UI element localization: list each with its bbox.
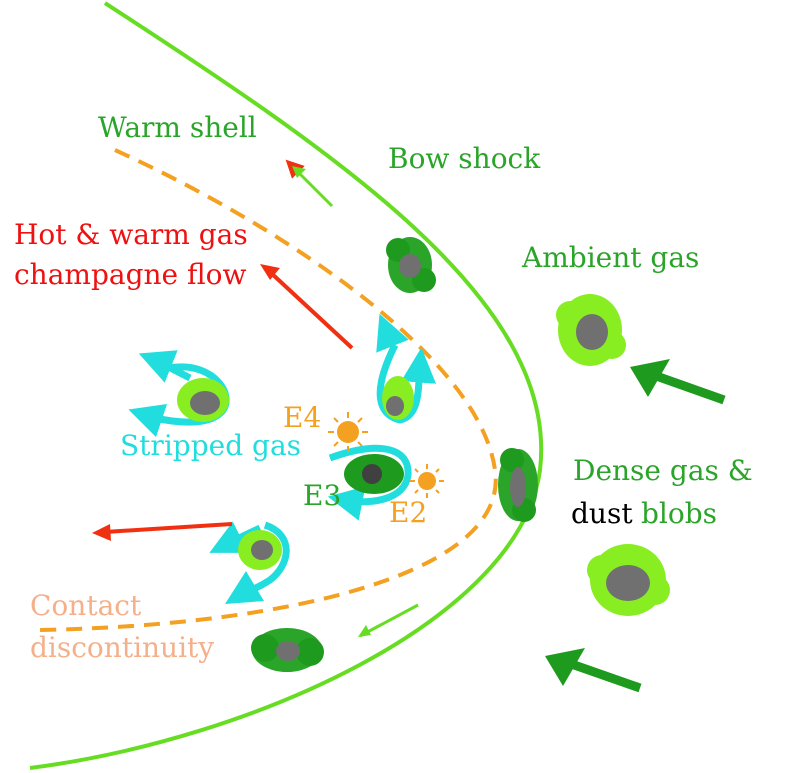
dense-gas-label-line1: Dense gas & [573, 454, 753, 487]
bow-shock-curve [29, 1, 544, 770]
blob-ambient-top [556, 294, 626, 366]
sun-icon [410, 464, 444, 498]
contact-label-line1: Contact [30, 589, 142, 622]
e2-label: E2 [389, 496, 427, 529]
blob-dark-top [386, 237, 436, 293]
dust-word: dust [571, 497, 633, 530]
stripped-blob-e3 [327, 444, 412, 521]
e3-label: E3 [303, 479, 341, 512]
champagne-arrow-top [268, 270, 354, 350]
hot-gas-label-line1: Hot & warm gas [14, 218, 248, 251]
sun-icon [328, 412, 368, 452]
blob-dark-bottom [251, 628, 324, 672]
blob-dark-bow [498, 448, 538, 522]
warm-shell-label: Warm shell [98, 111, 257, 144]
contact-discontinuity-curve [39, 148, 498, 632]
shell-flow-arrow-bottom [359, 603, 419, 638]
hot-gas-label-line2: champagne flow [14, 258, 247, 291]
bow-shock-label: Bow shock [388, 142, 541, 175]
ambient-gas-label: Ambient gas [521, 241, 699, 274]
blobs-word: blobs [641, 497, 717, 530]
blob-ambient-bottom [587, 544, 670, 616]
champagne-arrow-bottom [104, 522, 233, 534]
stripped-blob-bottom [209, 521, 290, 604]
e4-label: E4 [283, 401, 321, 434]
stripped-blob-center [376, 313, 437, 424]
stripped-gas-label: Stripped gas [120, 429, 301, 462]
contact-label-line2: discontinuity [30, 631, 214, 664]
stripped-blob-left [128, 350, 230, 438]
